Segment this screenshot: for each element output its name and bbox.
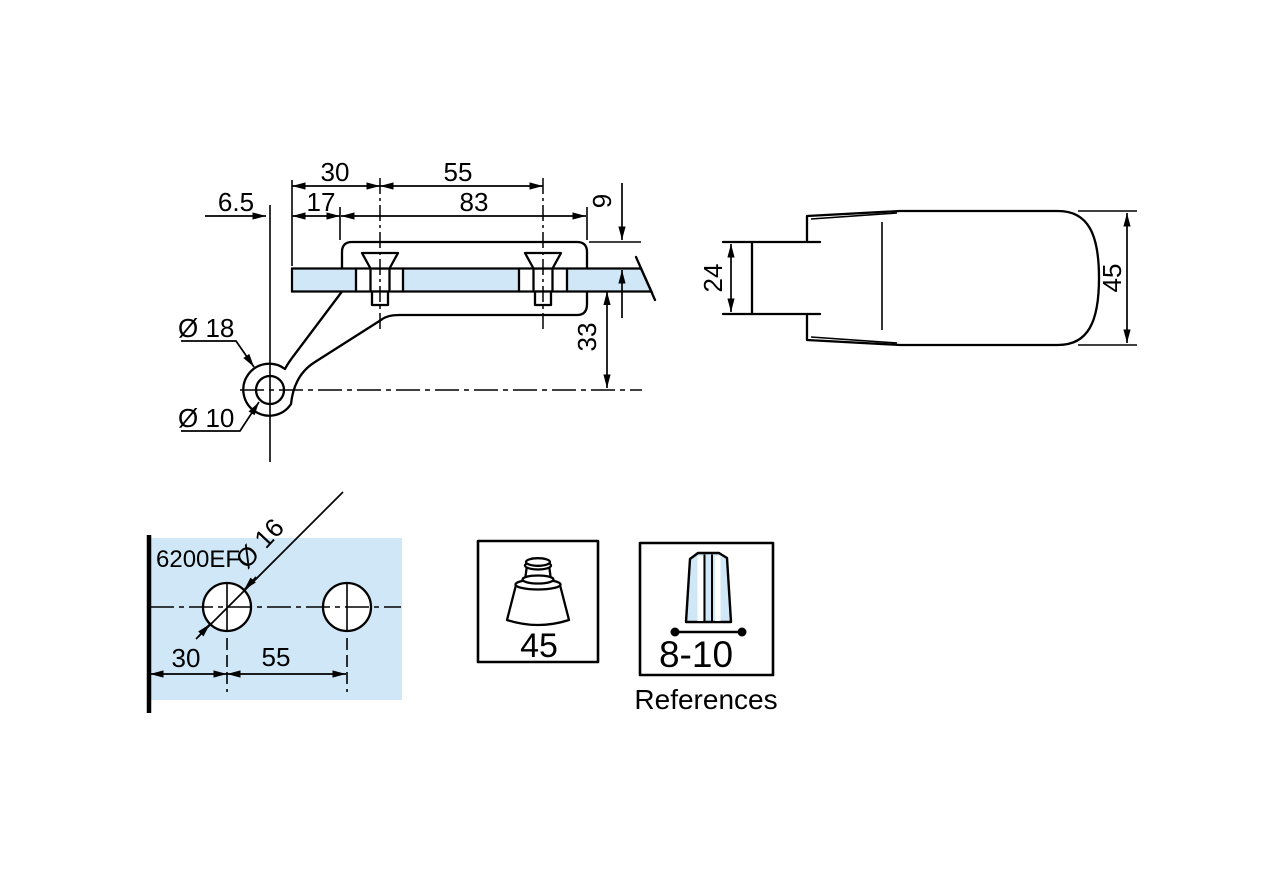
drill-template: 6200EF Ø 16 30 55 <box>146 491 402 713</box>
glass-break-line <box>634 255 657 302</box>
dim-33-label: 33 <box>572 323 602 352</box>
load-capacity-value: 45 <box>520 627 558 665</box>
references-label: References <box>634 684 777 715</box>
bracket-upper-outline <box>340 240 589 270</box>
pivot-hole-diameter-label: Ø 10 <box>178 403 234 433</box>
dim-83-label: 83 <box>460 187 489 217</box>
dim-55-label: 55 <box>444 157 473 187</box>
dim-30-label: 30 <box>321 157 350 187</box>
arm-plan-outline <box>721 240 822 316</box>
bracket-lower-outline <box>242 290 589 417</box>
model-number: 6200EF <box>156 546 240 573</box>
side-view-dimensions: 30 55 17 83 6.5 9 33 Ø 18 Ø 10 <box>178 157 626 433</box>
hole-diameter-leader <box>195 491 344 640</box>
weight-icon <box>505 557 571 627</box>
bushing-edges <box>354 267 569 293</box>
glass-thickness-badge: 8-10 <box>638 541 775 677</box>
load-capacity-badge: 45 <box>476 539 600 665</box>
body-top-seam-line <box>810 212 898 220</box>
dim-6-5-label: 6.5 <box>218 187 254 217</box>
thickness-gauge-icon <box>670 627 747 637</box>
template-dimensions: 30 55 <box>150 642 346 678</box>
dim-45-label: 45 <box>1097 264 1127 293</box>
boss-diameter-label: Ø 18 <box>178 313 234 343</box>
glass-thickness-value: 8-10 <box>659 634 733 675</box>
body-bottom-seam-line <box>810 336 898 344</box>
dim-17-label: 17 <box>307 187 336 217</box>
body-plan-outline <box>805 209 1101 347</box>
template-dim-55-label: 55 <box>262 642 291 672</box>
dim-9-label: 9 <box>587 194 617 208</box>
template-dim-30-label: 30 <box>172 643 201 673</box>
glass-panel <box>290 267 654 293</box>
dim-24-label: 24 <box>698 264 728 293</box>
plan-view-dimensions: 24 45 <box>698 213 1131 343</box>
glass-pane-icon <box>684 551 733 624</box>
side-view: 30 55 17 83 6.5 9 33 Ø 18 Ø 10 <box>178 157 657 462</box>
plan-view: 24 45 <box>698 209 1137 347</box>
